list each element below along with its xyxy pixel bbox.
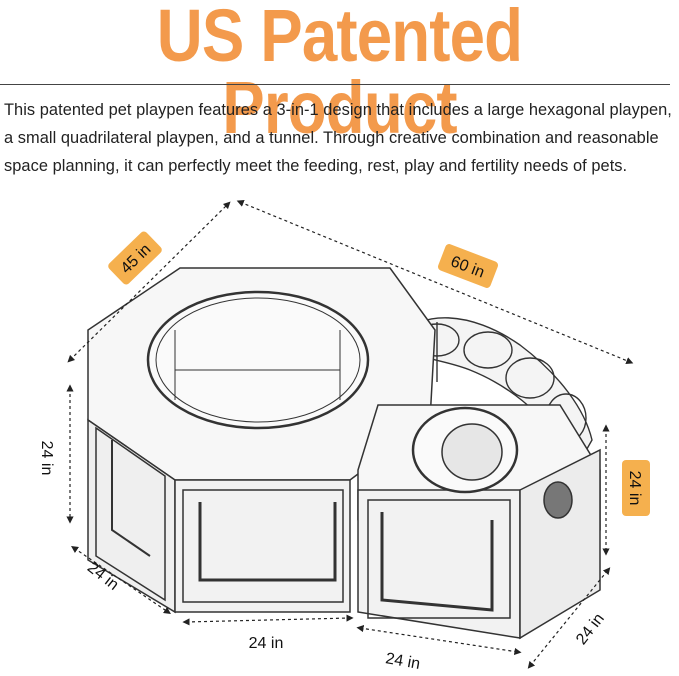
label-left-height: 24 in <box>38 441 55 476</box>
divider <box>0 84 670 85</box>
badge-60in: 60 in <box>438 244 498 288</box>
label-bottom-small-front: 24 in <box>384 650 421 673</box>
label-right-height: 24 in <box>626 471 643 506</box>
small-quadrilateral-playpen <box>357 404 601 640</box>
label-bottom-front: 24 in <box>249 635 284 652</box>
playpen-diagram: 45 in 60 in 24 in 24 in 24 in 24 in 24 i… <box>38 200 650 673</box>
label-bottom-right-side: 24 in <box>573 610 608 648</box>
badge-45in: 45 in <box>108 231 162 285</box>
dimension-lines <box>66 200 634 669</box>
headline: US Patented Product <box>156 0 523 149</box>
badge-right-24in: 24 in <box>622 460 650 516</box>
product-description: This patented pet playpen features a 3-i… <box>4 101 672 176</box>
